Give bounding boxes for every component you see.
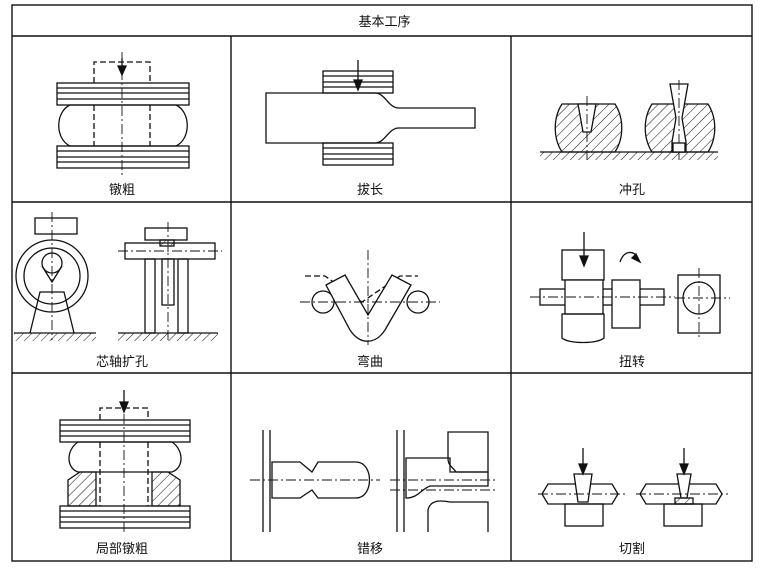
cell-label-twisting: 扭转 xyxy=(618,355,646,370)
bending-diagram xyxy=(300,250,440,345)
upsetting-diagram xyxy=(56,52,190,176)
cell-label-cutting: 切割 xyxy=(618,542,646,557)
drawing-out-diagram xyxy=(265,60,476,166)
cell-label-bending: 弯曲 xyxy=(356,355,384,370)
offsetting-diagram xyxy=(250,430,495,532)
table-title: 基本工序 xyxy=(358,15,411,30)
cell-label-mandrel-expanding: 芯轴扩孔 xyxy=(95,355,149,370)
cell-label-offsetting: 错移 xyxy=(356,542,384,557)
cell-label-upsetting: 镦粗 xyxy=(108,183,136,198)
punching-diagram xyxy=(540,80,718,160)
mandrel-expanding-diagram xyxy=(14,212,222,341)
cell-label-local-upsetting: 局部镦粗 xyxy=(95,542,149,557)
local-upsetting-diagram xyxy=(59,390,191,534)
cutting-diagram xyxy=(538,448,728,527)
cell-label-drawing-out: 拔长 xyxy=(356,183,384,198)
table-grid xyxy=(11,4,753,562)
cell-label-punching: 冲孔 xyxy=(618,183,646,198)
twisting-diagram xyxy=(530,232,730,344)
